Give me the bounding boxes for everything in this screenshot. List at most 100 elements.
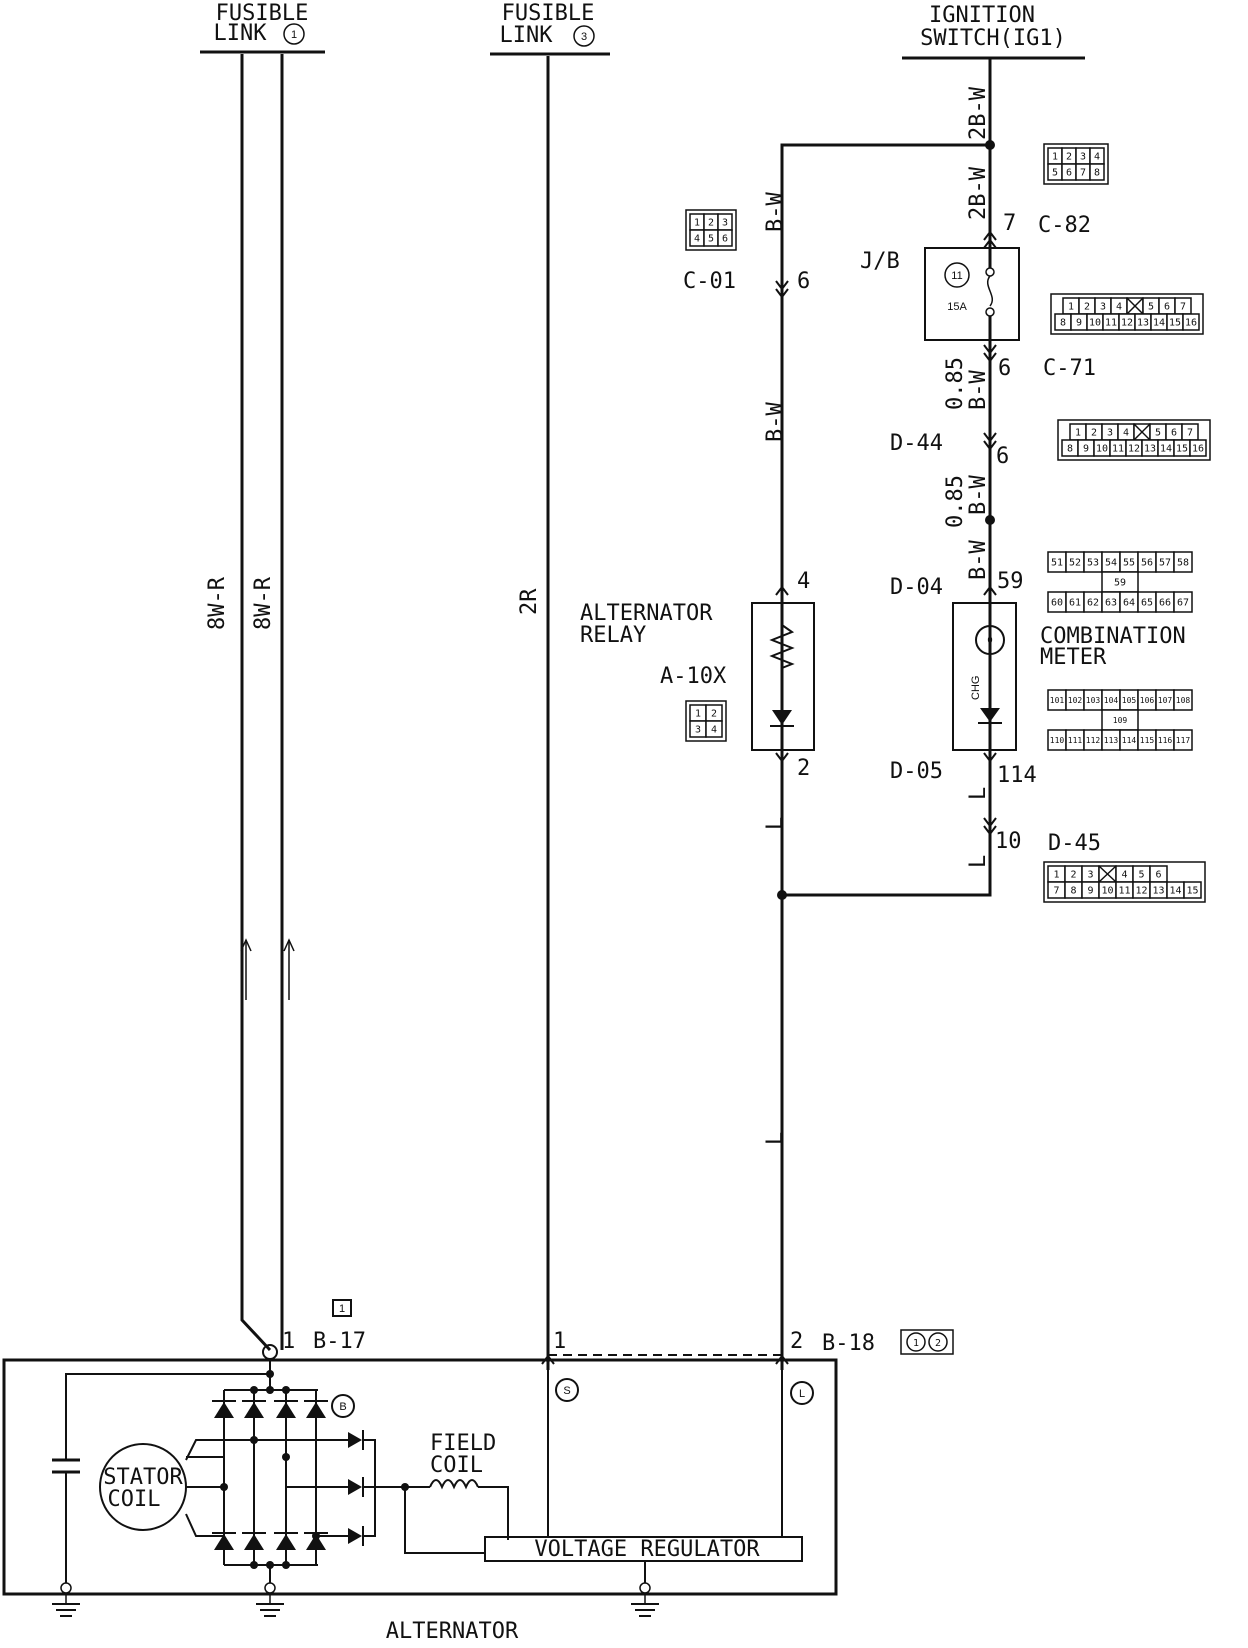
svg-text:8W-R: 8W-R	[251, 576, 276, 630]
svg-text:B-W: B-W	[966, 475, 991, 515]
svg-text:L: L	[763, 1132, 788, 1145]
pin-number: 11	[1105, 318, 1117, 329]
pin-number: 1	[694, 218, 700, 229]
pin-number: 2	[1091, 428, 1097, 439]
junction-block: J/B 11 15A	[860, 247, 1020, 341]
svg-text:2: 2	[790, 1329, 803, 1354]
pin-number: 106	[1140, 696, 1155, 705]
alternator-label: ALTERNATOR	[386, 1619, 519, 1644]
pin-number: 4	[1121, 870, 1127, 881]
ground-center-icon	[256, 1582, 284, 1617]
pin-number: 5	[1148, 302, 1154, 313]
svg-text:C-71: C-71	[1043, 356, 1096, 381]
pin-number: 53	[1087, 558, 1099, 569]
svg-text:C-82: C-82	[1038, 213, 1091, 238]
pin-number: 14	[1169, 886, 1181, 897]
pin-number: 10	[1101, 886, 1113, 897]
pin-number: 2	[708, 218, 714, 229]
pin-number: 11	[1112, 444, 1124, 455]
svg-text:B-W: B-W	[966, 370, 991, 410]
pin-number: 67	[1177, 598, 1189, 609]
pin-cell	[1089, 163, 1105, 181]
pin-number: 2	[1070, 870, 1076, 881]
pin-number: 5	[1052, 168, 1058, 179]
svg-text:3: 3	[581, 31, 587, 43]
pin-number: 13	[1144, 444, 1156, 455]
ground-left-icon	[52, 1582, 80, 1617]
pin-number: 6	[1066, 168, 1072, 179]
pin-number: 4	[1123, 428, 1129, 439]
pin-number: 7	[1053, 886, 1059, 897]
pin-cell	[1183, 881, 1202, 899]
pin-number: 1	[913, 1338, 919, 1349]
pin-number: 14	[1153, 318, 1165, 329]
svg-text:B-W: B-W	[763, 192, 788, 232]
pin-number: 115	[1140, 736, 1155, 745]
svg-text:2B-W: 2B-W	[966, 166, 991, 220]
svg-text:6: 6	[998, 356, 1011, 381]
svg-text:4: 4	[797, 569, 810, 594]
pin-number: 8	[1060, 318, 1066, 329]
pin-number: 10	[1089, 318, 1101, 329]
svg-text:15A: 15A	[947, 301, 967, 313]
pin-number: 108	[1176, 696, 1191, 705]
pin-number: 4	[711, 725, 717, 736]
svg-text:S: S	[563, 1385, 570, 1397]
pin-number: 7	[1187, 428, 1193, 439]
pin-number: 6	[1155, 870, 1161, 881]
pin-number: 5	[708, 234, 714, 245]
connector-markers	[541, 230, 997, 1365]
svg-text:1: 1	[339, 1303, 345, 1315]
svg-text:L: L	[966, 855, 991, 868]
svg-text:L: L	[763, 817, 788, 830]
svg-text:0: 0	[987, 635, 992, 645]
pin-number: 101	[1050, 696, 1065, 705]
pin-number: 4	[694, 234, 700, 245]
pin-number: 12	[1135, 886, 1147, 897]
svg-text:L: L	[799, 1388, 805, 1400]
pin-number: 56	[1141, 558, 1153, 569]
combination-meter: 0 CHG COMBINATION METER	[952, 598, 1186, 755]
svg-text:IGNITION: IGNITION	[929, 3, 1035, 28]
svg-text:J/B: J/B	[860, 249, 900, 274]
pin-number: 9	[1083, 444, 1089, 455]
pin-number: 12	[1128, 444, 1140, 455]
svg-text:VOLTAGE REGULATOR: VOLTAGE REGULATOR	[534, 1537, 760, 1562]
pin-number: 61	[1069, 598, 1081, 609]
pin-number: 105	[1122, 696, 1137, 705]
pin-number: 107	[1158, 696, 1173, 705]
pin-number: 7	[1080, 168, 1086, 179]
svg-text:CHG: CHG	[970, 676, 982, 700]
pin-number: 59	[1114, 578, 1126, 589]
svg-text:8W-R: 8W-R	[205, 576, 230, 630]
pin-number: 117	[1176, 736, 1191, 745]
fusible-link-3-label: FUSIBLE LINK 3	[490, 1, 610, 56]
pin-number: 15	[1176, 444, 1188, 455]
pin-number: 112	[1086, 736, 1101, 745]
pin-cell	[717, 229, 733, 247]
svg-text:D-45: D-45	[1048, 831, 1101, 856]
pin-number: 111	[1068, 736, 1083, 745]
pin-number: 1	[695, 709, 701, 720]
pin-number: 7	[1180, 302, 1186, 313]
pin-number: 103	[1086, 696, 1101, 705]
svg-text:1: 1	[291, 29, 297, 41]
pin-number: 109	[1113, 716, 1128, 725]
pin-number: 6	[1164, 302, 1170, 313]
pin-cell	[1173, 551, 1193, 573]
pin-number: 5	[1155, 428, 1161, 439]
svg-text:A-10X: A-10X	[660, 664, 727, 689]
svg-text:D-44: D-44	[890, 431, 943, 456]
fusible-link-1-label: FUSIBLE LINK 1	[200, 1, 325, 54]
pin-number: 1	[1053, 870, 1059, 881]
pin-number: 1	[1052, 152, 1058, 163]
svg-text:B-W: B-W	[966, 540, 991, 580]
